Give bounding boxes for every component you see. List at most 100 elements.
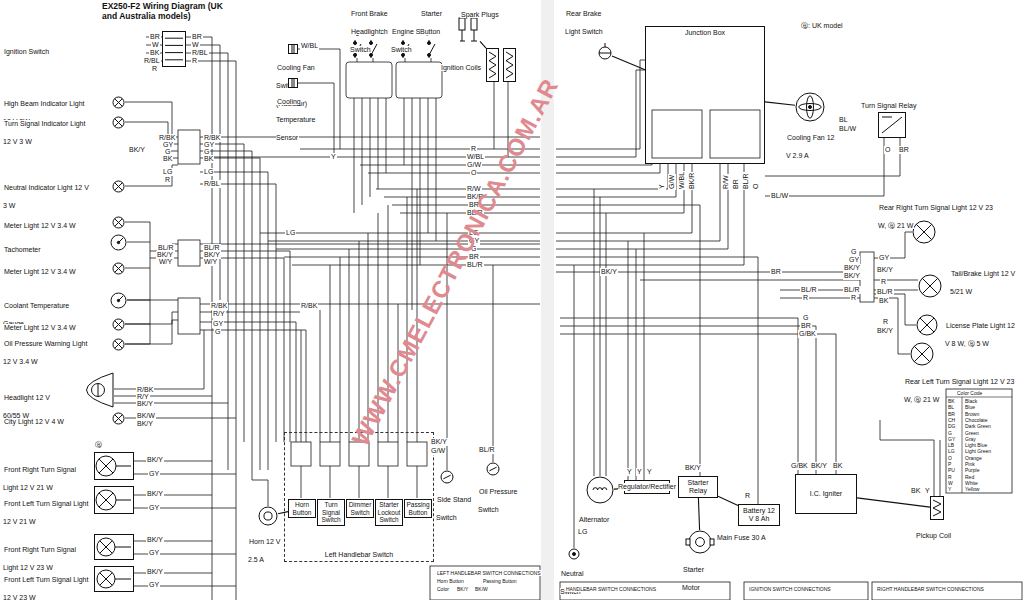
handlebar-switch: Starter Button bbox=[420, 2, 456, 38]
lamp-part bbox=[113, 217, 124, 228]
lamp-symbol bbox=[112, 262, 125, 275]
color-code-cell: Green bbox=[964, 430, 980, 436]
sw-part bbox=[429, 40, 435, 58]
wire-color-code: R bbox=[744, 492, 751, 500]
table-cell: Passing Button bbox=[482, 578, 518, 584]
node-text: Junction Box bbox=[685, 29, 725, 37]
wire-color-code: BR bbox=[770, 268, 782, 276]
battery-box: Battery 12 V 8 Ah bbox=[738, 504, 780, 526]
turnbox-part bbox=[116, 500, 131, 501]
turnbox-part bbox=[96, 490, 116, 510]
city-light: City Light 12 V 4 W bbox=[3, 410, 65, 428]
conn-part bbox=[289, 45, 298, 54]
conn-part bbox=[289, 79, 298, 88]
connector-line bbox=[765, 102, 795, 105]
connection-table bbox=[560, 582, 730, 600]
node-text: Starter Motor bbox=[682, 566, 704, 591]
license-plate-light: License Plate Light 12 V 8 W, Ⓑ 5 W bbox=[945, 314, 1020, 350]
switch-label: Ignition Switch bbox=[3, 40, 77, 58]
connector-block bbox=[178, 298, 200, 334]
color-code-table bbox=[946, 389, 1012, 493]
indicator-lamp: Turn Signal Indicator Light 12 V 3 W bbox=[3, 112, 93, 148]
node-text: Left Handlebar Switch bbox=[285, 551, 433, 559]
wire-color-code: Y bbox=[924, 487, 931, 495]
color-code-cell: Orange bbox=[964, 455, 983, 461]
node-text: Neutral Indicator Light 12 V 3 W bbox=[3, 184, 89, 209]
conn-symbol bbox=[288, 44, 298, 54]
wire-color-code: BL/W bbox=[838, 125, 857, 133]
color-code-cell: LB bbox=[947, 442, 955, 448]
connector-block bbox=[378, 442, 398, 466]
part-name: Main Fuse 30 A bbox=[716, 534, 767, 542]
node-text: Horn Button bbox=[290, 501, 314, 516]
node-text: Rear Brake Light Switch bbox=[565, 10, 604, 35]
turnbox-part bbox=[95, 567, 134, 592]
lampbig-part bbox=[919, 275, 941, 297]
turnbox-part bbox=[95, 535, 134, 560]
wire-color-code: O bbox=[470, 169, 477, 177]
wire bbox=[874, 232, 918, 354]
node-text: Spark Plugs bbox=[460, 11, 500, 18]
connector-block bbox=[291, 442, 311, 466]
node-text: Front Left Turn Signal Light 12 V 23 W bbox=[3, 576, 88, 600]
wire-color-code: R/BL bbox=[203, 180, 221, 188]
turnbox-symbol bbox=[94, 452, 134, 480]
gauge-part bbox=[117, 299, 119, 301]
wire bbox=[556, 272, 860, 474]
connector-line bbox=[698, 498, 699, 530]
connector-block bbox=[860, 252, 874, 302]
wire-color-code: R/Y bbox=[212, 310, 226, 318]
lamp-part bbox=[113, 339, 124, 350]
node-text: Turn Signal Indicator Light 12 V 3 W bbox=[3, 120, 85, 145]
turnbox-part bbox=[115, 579, 131, 580]
node-text: Oil Pressure Warning Light 12 V 3.4 W bbox=[3, 340, 87, 365]
node-text: Ignition Coils bbox=[440, 64, 482, 71]
node-text: Horn 12 V 2.5 A bbox=[248, 538, 281, 563]
lampbig-symbol bbox=[910, 342, 934, 366]
wire-color-code: G bbox=[214, 328, 221, 336]
color-code-cell: Light Green bbox=[964, 448, 992, 454]
fan-part bbox=[807, 96, 814, 118]
lampbig-part bbox=[916, 224, 931, 239]
node-text: Front Left Turn Signal Light 12 V 21 W bbox=[3, 500, 88, 525]
circ-part bbox=[443, 475, 450, 479]
wire-color-code: Y bbox=[330, 153, 337, 161]
conn-part bbox=[291, 80, 295, 86]
color-code-cell: Pink bbox=[964, 461, 976, 467]
wire-color-code: BK/Y bbox=[136, 420, 154, 428]
gauge-part bbox=[117, 241, 119, 243]
wire-color-code: R bbox=[191, 57, 198, 65]
wire-color-code: BL/R bbox=[800, 286, 818, 294]
wire-connector bbox=[718, 496, 738, 505]
neutral-part bbox=[573, 553, 576, 556]
node-text: Turn Signal Switch bbox=[319, 501, 343, 524]
wire-color-code: BK/W bbox=[136, 412, 156, 420]
horn: Horn 12 V 2.5 A bbox=[248, 530, 282, 566]
node-text: Starter Lockout Switch bbox=[377, 501, 401, 524]
wire bbox=[301, 189, 417, 442]
wire-connector bbox=[765, 102, 795, 105]
color-code-cell: Dark Green bbox=[964, 423, 992, 429]
turnbox-symbol bbox=[94, 566, 134, 592]
meter-lamp: Meter Light 12 V 3.4 W bbox=[3, 260, 93, 278]
sw-symbol bbox=[426, 40, 436, 58]
motor-part bbox=[710, 539, 714, 545]
wire-color-code: GY bbox=[148, 581, 160, 589]
wire-color-code: G/BK bbox=[798, 330, 817, 338]
coil-part bbox=[489, 52, 513, 78]
wire-color-code: GY bbox=[148, 504, 160, 512]
node-text: Side Stand Switch bbox=[436, 496, 471, 521]
wire-color-code: BR bbox=[149, 33, 161, 41]
horn-part bbox=[264, 512, 272, 520]
wire-color-code: Y bbox=[658, 183, 666, 190]
wire-color-code: G bbox=[802, 314, 809, 322]
wire-color-code: W/Y bbox=[203, 258, 218, 266]
color-code-cell: GY bbox=[947, 436, 956, 442]
rear-turn-signal-light: Rear Right Turn Signal Light 12 V 23 W, … bbox=[878, 196, 1000, 232]
connector-block bbox=[407, 442, 427, 466]
horn-part bbox=[259, 507, 277, 525]
plug-part bbox=[460, 30, 477, 41]
lamp-part bbox=[113, 117, 124, 128]
wire-color-code: BK/Y bbox=[810, 462, 828, 470]
lamp-symbol bbox=[112, 318, 125, 331]
